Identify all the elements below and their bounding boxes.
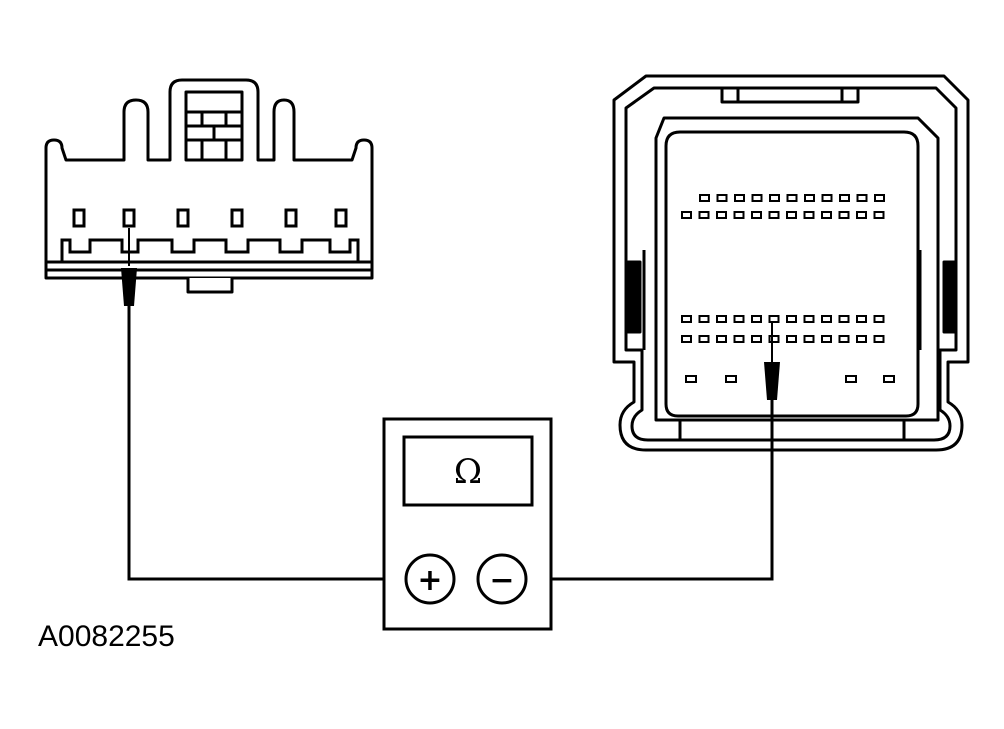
negative-lead-wire bbox=[528, 400, 774, 581]
ohmmeter: Ω + − bbox=[382, 417, 553, 631]
figure-id: A0082255 bbox=[38, 620, 175, 653]
module-pin bbox=[821, 335, 832, 343]
module-pin bbox=[733, 211, 745, 219]
module-pin bbox=[821, 211, 832, 219]
terminal-cavity bbox=[334, 208, 348, 228]
module-pin bbox=[716, 211, 727, 219]
module-pin bbox=[786, 194, 798, 202]
module-pin bbox=[725, 375, 737, 383]
module-pin bbox=[838, 211, 850, 219]
terminal-cavity bbox=[230, 208, 244, 228]
module-pin bbox=[751, 211, 762, 219]
module-pin bbox=[803, 315, 815, 323]
positive-lead-wire bbox=[127, 306, 404, 581]
module-pin bbox=[699, 194, 710, 202]
negative-probe bbox=[764, 322, 780, 400]
positive-probe bbox=[121, 228, 137, 306]
connector-body bbox=[44, 78, 374, 280]
module-pin bbox=[716, 194, 728, 202]
connector-terminals bbox=[60, 208, 360, 262]
module-pin bbox=[838, 315, 850, 323]
module-pin bbox=[733, 315, 745, 323]
module-pin bbox=[821, 315, 832, 323]
module-pin bbox=[821, 194, 833, 202]
module-pin bbox=[698, 315, 710, 323]
module-pin bbox=[838, 335, 850, 343]
harness-connector bbox=[44, 78, 374, 294]
module-pin bbox=[681, 211, 692, 219]
module-pin bbox=[873, 211, 885, 219]
minus-sign: − bbox=[489, 563, 514, 598]
positive-jack bbox=[404, 553, 456, 605]
module-pin bbox=[769, 194, 780, 202]
negative-jack bbox=[476, 553, 528, 605]
module-pin bbox=[873, 315, 885, 323]
module-pin bbox=[856, 315, 867, 323]
module-pin bbox=[786, 315, 797, 323]
ohm-symbol: Ω bbox=[454, 452, 482, 492]
terminal-cavity bbox=[284, 208, 298, 228]
module-pin bbox=[803, 335, 815, 343]
module-pin bbox=[733, 335, 745, 343]
module-pin bbox=[845, 375, 857, 383]
module-pin bbox=[873, 335, 885, 343]
module-pin bbox=[856, 211, 867, 219]
module-pin bbox=[685, 375, 697, 383]
module-pin bbox=[751, 315, 762, 323]
module-pin bbox=[856, 335, 867, 343]
module-pin bbox=[786, 335, 797, 343]
module-pin bbox=[768, 315, 780, 323]
module-pin bbox=[883, 375, 895, 383]
module-housing-outer bbox=[612, 74, 970, 452]
connector-key bbox=[186, 278, 234, 294]
module-pin bbox=[768, 211, 780, 219]
module-pin bbox=[681, 315, 692, 323]
module-pin bbox=[734, 194, 745, 202]
module-pin bbox=[751, 335, 762, 343]
module-pin bbox=[786, 211, 797, 219]
terminal-cavity bbox=[122, 208, 136, 228]
meter-display bbox=[402, 435, 534, 507]
module-connector bbox=[612, 74, 970, 452]
module-pin bbox=[874, 194, 885, 202]
terminal-cavity bbox=[176, 208, 190, 228]
module-pin bbox=[804, 194, 815, 202]
module-pin bbox=[751, 194, 763, 202]
terminal-cavity bbox=[72, 208, 86, 228]
module-pins bbox=[681, 194, 895, 383]
module-pin bbox=[716, 315, 727, 323]
module-pin-field bbox=[664, 130, 920, 418]
module-pin bbox=[681, 335, 692, 343]
module-pin bbox=[803, 211, 815, 219]
module-pin bbox=[839, 194, 850, 202]
module-pin bbox=[698, 335, 710, 343]
module-pin bbox=[698, 211, 710, 219]
module-pin bbox=[856, 194, 868, 202]
module-pin bbox=[768, 335, 780, 343]
plus-sign: + bbox=[417, 563, 442, 598]
module-pin bbox=[716, 335, 727, 343]
